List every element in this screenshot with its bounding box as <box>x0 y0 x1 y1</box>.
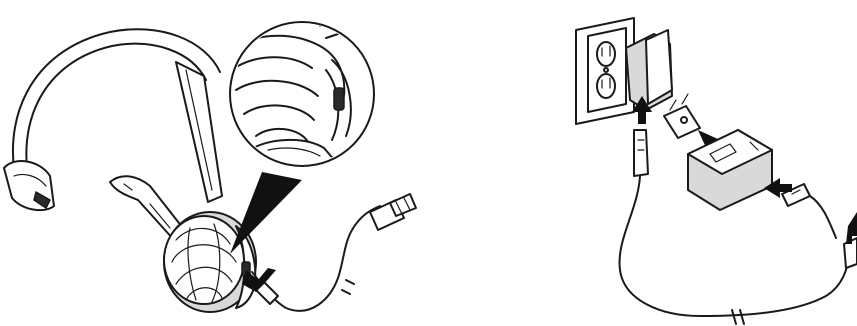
temple-pad <box>4 161 54 210</box>
usb-connector <box>370 194 416 230</box>
zoom-pointer <box>230 172 302 254</box>
charger-cable-tail <box>810 196 836 238</box>
wall-outlet <box>576 18 634 124</box>
charger-illustration <box>560 0 857 326</box>
wall-charger-panel <box>560 0 857 326</box>
charge-port-detail <box>230 22 374 176</box>
headset-illustration <box>0 0 420 326</box>
headset-charging-panel <box>0 0 420 326</box>
usb-connector <box>634 130 648 176</box>
charger-body <box>688 130 772 210</box>
plug-clip <box>664 94 700 138</box>
